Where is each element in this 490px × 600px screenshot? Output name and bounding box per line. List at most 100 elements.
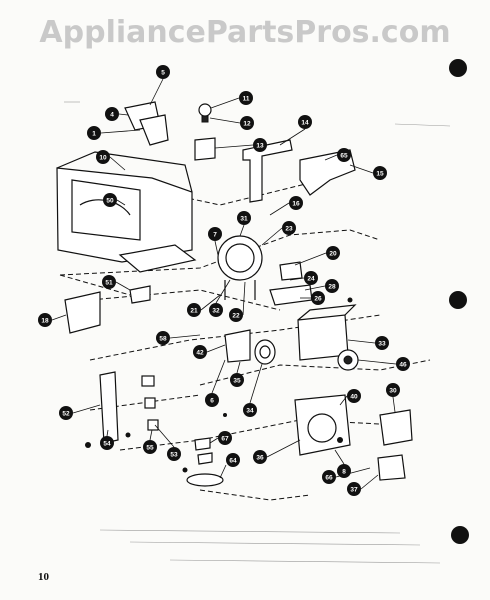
svg-text:37: 37 (350, 487, 358, 494)
svg-text:22: 22 (232, 313, 240, 320)
cavity-base-plate (118, 244, 197, 273)
fastener-hardware (85, 297, 353, 473)
callout-42: 42 (193, 345, 207, 359)
callout-23: 23 (282, 221, 296, 235)
svg-text:31: 31 (240, 216, 248, 223)
svg-text:15: 15 (376, 171, 384, 178)
svg-text:55: 55 (146, 445, 154, 452)
callout-36: 36 (253, 450, 267, 464)
motor-mount-bracket (269, 261, 313, 306)
clip-pair (194, 437, 213, 465)
callout-52: 52 (59, 406, 73, 420)
gasket-strip (186, 473, 224, 487)
svg-text:42: 42 (196, 350, 204, 357)
svg-text:11: 11 (243, 96, 250, 103)
svg-text:23: 23 (285, 226, 293, 233)
air-guide-l-bracket (242, 139, 293, 203)
svg-text:52: 52 (62, 411, 70, 418)
svg-text:21: 21 (190, 308, 198, 315)
callout-21: 21 (187, 303, 201, 317)
svg-text:46: 46 (399, 362, 407, 369)
callout-10: 10 (96, 150, 110, 164)
callout-46: 46 (396, 357, 410, 371)
svg-text:33: 33 (378, 341, 386, 348)
svg-text:40: 40 (350, 394, 358, 401)
svg-text:67: 67 (221, 436, 229, 443)
svg-text:28: 28 (328, 284, 336, 291)
magnetron-blower-assembly (294, 394, 351, 456)
svg-text:50: 50 (106, 198, 114, 205)
svg-text:16: 16 (292, 201, 300, 208)
svg-text:58: 58 (159, 336, 167, 343)
callout-28: 28 (325, 279, 339, 293)
binder-hole-bottom (451, 526, 469, 544)
svg-text:66: 66 (325, 475, 333, 482)
callout-20: 20 (326, 246, 340, 260)
binder-hole-middle (449, 291, 467, 309)
small-tab-bracket (129, 285, 151, 304)
callout-22: 22 (229, 308, 243, 322)
svg-text:14: 14 (301, 120, 309, 127)
callout-7: 7 (208, 227, 222, 241)
svg-text:4: 4 (110, 112, 114, 119)
callout-53: 53 (167, 447, 181, 461)
svg-text:7: 7 (213, 232, 217, 239)
callout-11: 11 (239, 91, 253, 105)
callout-14: 14 (298, 115, 312, 129)
callout-37: 37 (347, 482, 361, 496)
callout-5: 5 (156, 65, 170, 79)
control-mounting-bracket (99, 371, 119, 444)
svg-text:13: 13 (256, 143, 264, 150)
callout-30: 30 (386, 383, 400, 397)
callout-35: 35 (230, 373, 244, 387)
callout-54: 54 (100, 436, 114, 450)
svg-text:64: 64 (229, 458, 237, 465)
lamp-socket-bracket (194, 137, 216, 161)
svg-text:65: 65 (340, 153, 348, 160)
svg-text:54: 54 (103, 441, 111, 448)
callout-8: 8 (337, 464, 351, 478)
callout-67: 67 (218, 431, 232, 445)
oven-cavity (56, 151, 193, 263)
svg-text:20: 20 (329, 251, 337, 258)
callout-leader-lines (51, 78, 397, 490)
callout-66: 66 (322, 470, 336, 484)
svg-text:6: 6 (210, 398, 214, 405)
callout-1: 1 (87, 126, 101, 140)
bracket-top-left (124, 101, 169, 146)
svg-text:5: 5 (161, 70, 165, 77)
callout-32: 32 (209, 303, 223, 317)
scan-noise (64, 101, 451, 564)
page-number: 10 (38, 571, 50, 583)
callout-13: 13 (253, 138, 267, 152)
svg-text:36: 36 (256, 455, 264, 462)
svg-text:10: 10 (99, 155, 107, 162)
svg-text:30: 30 (389, 388, 397, 395)
callout-58: 58 (156, 331, 170, 345)
svg-text:1: 1 (92, 131, 96, 138)
relay-module (377, 454, 406, 481)
svg-text:32: 32 (212, 308, 220, 315)
capacitor-fan (337, 349, 359, 371)
svg-text:53: 53 (170, 452, 178, 459)
callout-26: 26 (311, 291, 325, 305)
svg-text:26: 26 (314, 296, 322, 303)
callout-24: 24 (304, 271, 318, 285)
callout-50: 50 (103, 193, 117, 207)
callout-6: 6 (205, 393, 219, 407)
callout-18: 18 (38, 313, 52, 327)
switch-cluster (141, 375, 159, 431)
svg-text:51: 51 (105, 280, 113, 287)
watermark-text: AppliancePartsPros.com (39, 15, 450, 50)
svg-text:12: 12 (243, 121, 251, 128)
callout-4: 4 (105, 107, 119, 121)
svg-text:35: 35 (233, 378, 241, 385)
callout-16: 16 (289, 196, 303, 210)
callout-64: 64 (226, 453, 240, 467)
fan-motor (224, 329, 276, 365)
callout-55: 55 (143, 440, 157, 454)
blower-wheel-housing (217, 235, 263, 300)
svg-text:18: 18 (41, 318, 49, 325)
